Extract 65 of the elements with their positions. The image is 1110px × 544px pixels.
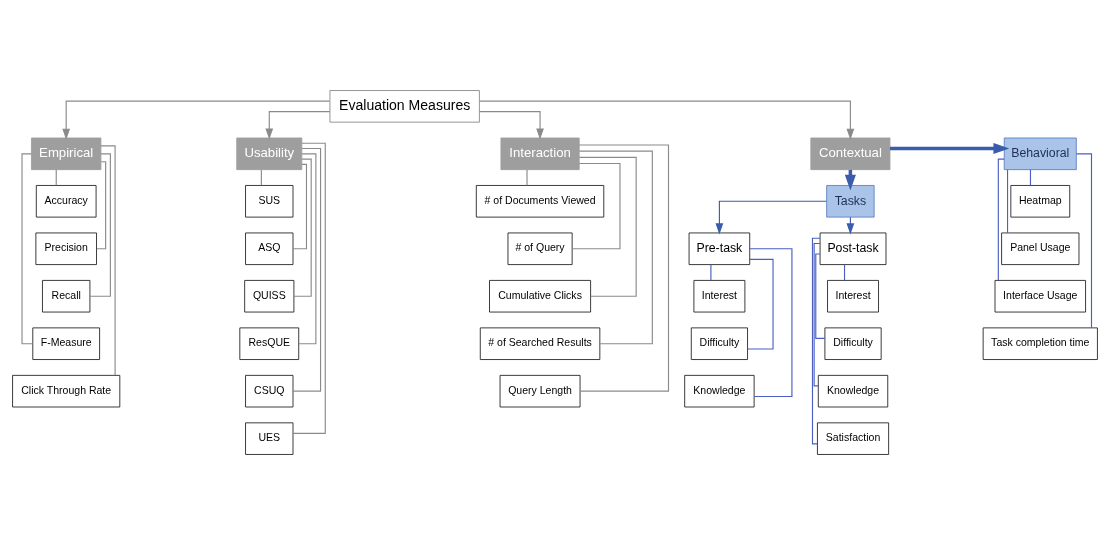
- arrow: [889, 142, 1010, 154]
- node-box: # of Documents Viewed: [475, 184, 605, 218]
- node-box: Satisfaction: [817, 421, 890, 455]
- node-box: Tasks: [826, 184, 875, 218]
- node-box: Interface Usage: [994, 279, 1086, 312]
- node-box: Interaction: [500, 137, 580, 170]
- node-box: QUISS: [244, 279, 295, 312]
- node-box: Pre-task: [688, 232, 751, 265]
- node-box: Query Length: [499, 374, 581, 407]
- connector: [571, 162, 621, 249]
- node-box: Difficulty: [824, 326, 882, 360]
- node-box: Heatmap: [1010, 184, 1071, 218]
- connector: [298, 152, 317, 344]
- node-box: Knowledge: [817, 374, 889, 407]
- node-box: Post-task: [819, 232, 887, 265]
- connector: [21, 152, 34, 344]
- node-box: Recall: [42, 279, 91, 312]
- connector: [293, 158, 312, 297]
- connector: [997, 158, 1005, 281]
- node-box: Precision: [35, 232, 97, 265]
- node-box: Panel Usage: [1001, 232, 1080, 265]
- connector: [710, 263, 712, 281]
- node-box: ASQ: [245, 232, 294, 265]
- node-box: ResQUE: [239, 326, 300, 360]
- connector: [815, 252, 826, 339]
- node-box: CSUQ: [245, 374, 294, 407]
- node-box: F-Measure: [32, 326, 101, 360]
- connector: [526, 168, 528, 186]
- node-box: Difficulty: [690, 326, 748, 360]
- arrow: [715, 200, 827, 234]
- node-box: Usability: [236, 137, 303, 170]
- arrow: [265, 110, 331, 140]
- node-box: # of Query: [507, 232, 573, 265]
- connector: [292, 142, 326, 434]
- node-box: Behavioral: [1003, 137, 1077, 170]
- node-box: Evaluation Measures: [329, 89, 480, 123]
- connector: [89, 152, 111, 297]
- node-box: Click Through Rate: [12, 374, 121, 407]
- connector: [811, 237, 821, 444]
- connector: [1075, 152, 1093, 328]
- connector: [578, 150, 653, 344]
- connector: [578, 156, 637, 297]
- node-box: # of Searched Results: [479, 326, 601, 360]
- connector: [292, 163, 308, 249]
- arrow: [62, 100, 331, 140]
- connector: [100, 144, 116, 376]
- node-box: Interest: [693, 279, 746, 312]
- node-box: UES: [245, 421, 294, 455]
- connector: [749, 247, 793, 397]
- connector: [96, 160, 107, 249]
- node-box: Knowledge: [684, 374, 755, 407]
- node-box: Contextual: [810, 137, 891, 170]
- connector: [747, 258, 774, 350]
- node-box: Accuracy: [35, 184, 97, 218]
- arrow: [478, 110, 544, 140]
- connector: [292, 147, 322, 392]
- node-box: Task completion time: [982, 326, 1098, 360]
- connector: [578, 143, 670, 392]
- node-box: Empirical: [31, 137, 102, 170]
- node-box: Interest: [827, 279, 879, 312]
- connector: [813, 242, 821, 386]
- connector: [1006, 168, 1009, 233]
- node-box: SUS: [245, 184, 294, 218]
- arrow: [478, 100, 855, 140]
- node-box: Cumulative Clicks: [489, 279, 592, 312]
